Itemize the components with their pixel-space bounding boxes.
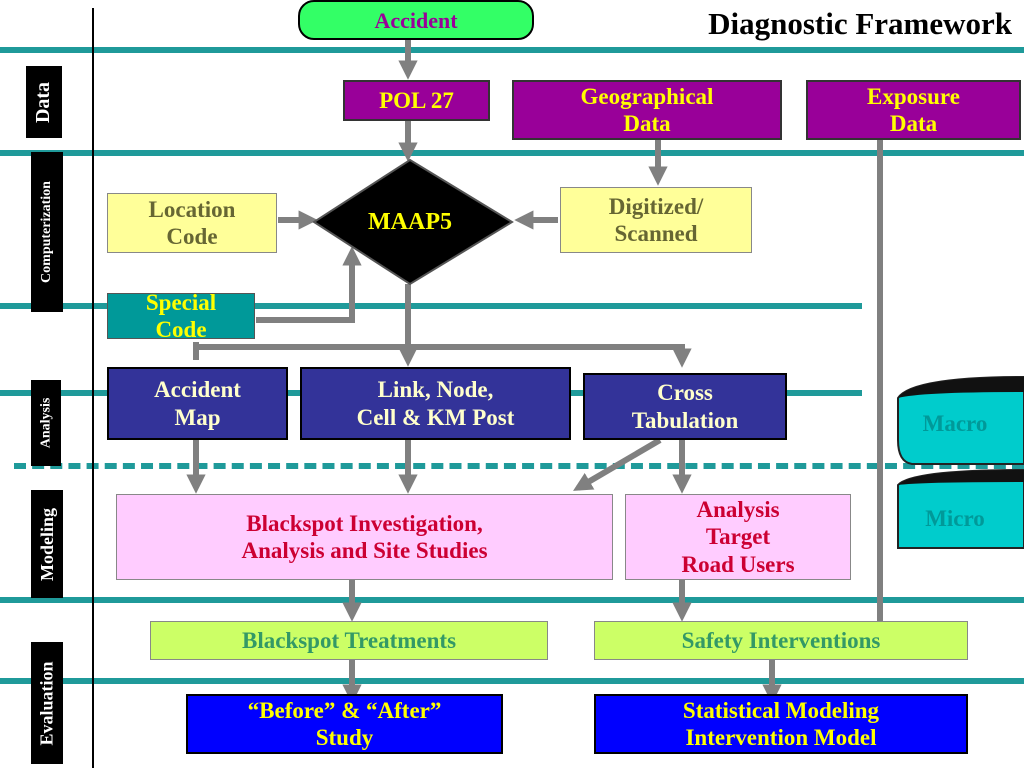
node-maap5: MAAP5 <box>368 208 452 235</box>
band-line-evaluation <box>0 678 1024 684</box>
node-accident: Accident <box>298 0 534 40</box>
band-line-analysis-modeling-dashed <box>14 463 1024 469</box>
node-statistical-modeling: Statistical Modeling Intervention Model <box>594 694 968 754</box>
stage-label-computerization: Computerization <box>31 152 63 312</box>
node-macro: Macro <box>922 411 988 437</box>
node-accident-map: Accident Map <box>107 367 288 440</box>
macro-cylinder-top <box>898 377 1024 398</box>
node-pol27: POL 27 <box>343 80 490 121</box>
band-line-data-bottom <box>0 150 1024 156</box>
node-blackspot-investigation: Blackspot Investigation, Analysis and Si… <box>116 494 613 580</box>
node-location-code: Location Code <box>107 193 277 253</box>
micro-cylinder-top <box>898 470 1024 485</box>
stage-label-analysis: Analysis <box>31 380 61 466</box>
stage-label-data: Data <box>26 66 62 138</box>
node-blackspot-treatments: Blackspot Treatments <box>150 621 548 660</box>
node-geographical-data: Geographical Data <box>512 80 782 140</box>
node-link-node: Link, Node, Cell & KM Post <box>300 367 571 440</box>
band-line-modeling-bottom <box>0 597 1024 603</box>
node-micro: Micro <box>925 506 985 532</box>
maap5-diamond-shape <box>312 158 514 286</box>
node-before-after-study: “Before” & “After” Study <box>186 694 503 754</box>
node-special-code: Special Code <box>107 290 255 342</box>
node-safety-interventions: Safety Interventions <box>594 621 968 660</box>
band-line-computerization-bottom <box>0 303 862 309</box>
stage-divider-line <box>92 8 94 768</box>
node-analysis-target: Analysis Target Road Users <box>625 494 851 580</box>
node-exposure-data: Exposure Data <box>806 80 1021 140</box>
band-line-top <box>0 47 1024 53</box>
node-cross-tabulation: Cross Tabulation <box>583 373 787 440</box>
page-title: Diagnostic Framework <box>708 6 1012 41</box>
stage-label-modeling: Modeling <box>31 490 63 598</box>
node-digitized-scanned: Digitized/ Scanned <box>560 187 752 253</box>
stage-label-evaluation: Evaluation <box>31 642 63 764</box>
